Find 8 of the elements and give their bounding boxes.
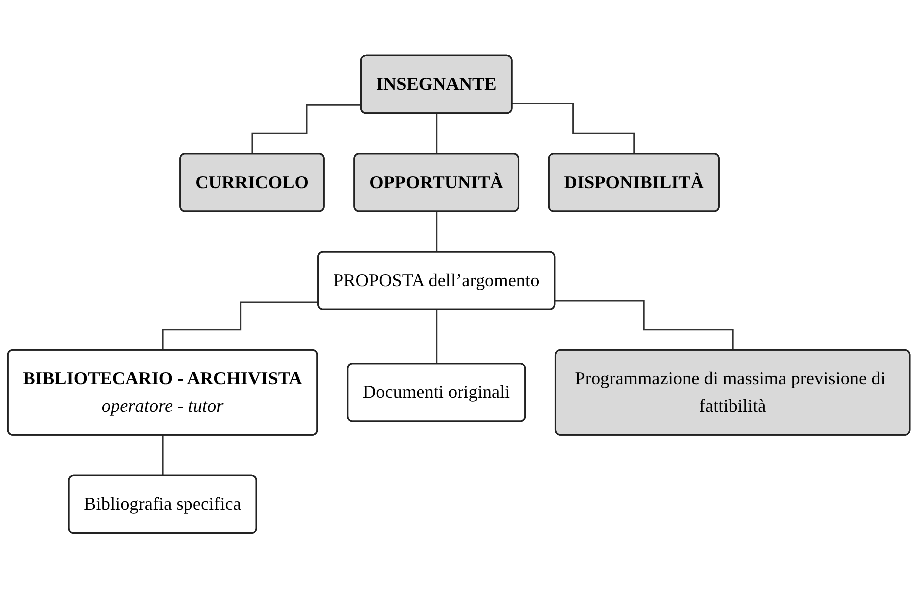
connector bbox=[436, 211, 438, 254]
connector bbox=[162, 302, 319, 352]
connector bbox=[512, 103, 636, 156]
connector bbox=[252, 104, 362, 156]
connector bbox=[436, 309, 438, 366]
connector bbox=[162, 434, 164, 477]
connector bbox=[436, 113, 438, 156]
connector bbox=[555, 300, 734, 352]
